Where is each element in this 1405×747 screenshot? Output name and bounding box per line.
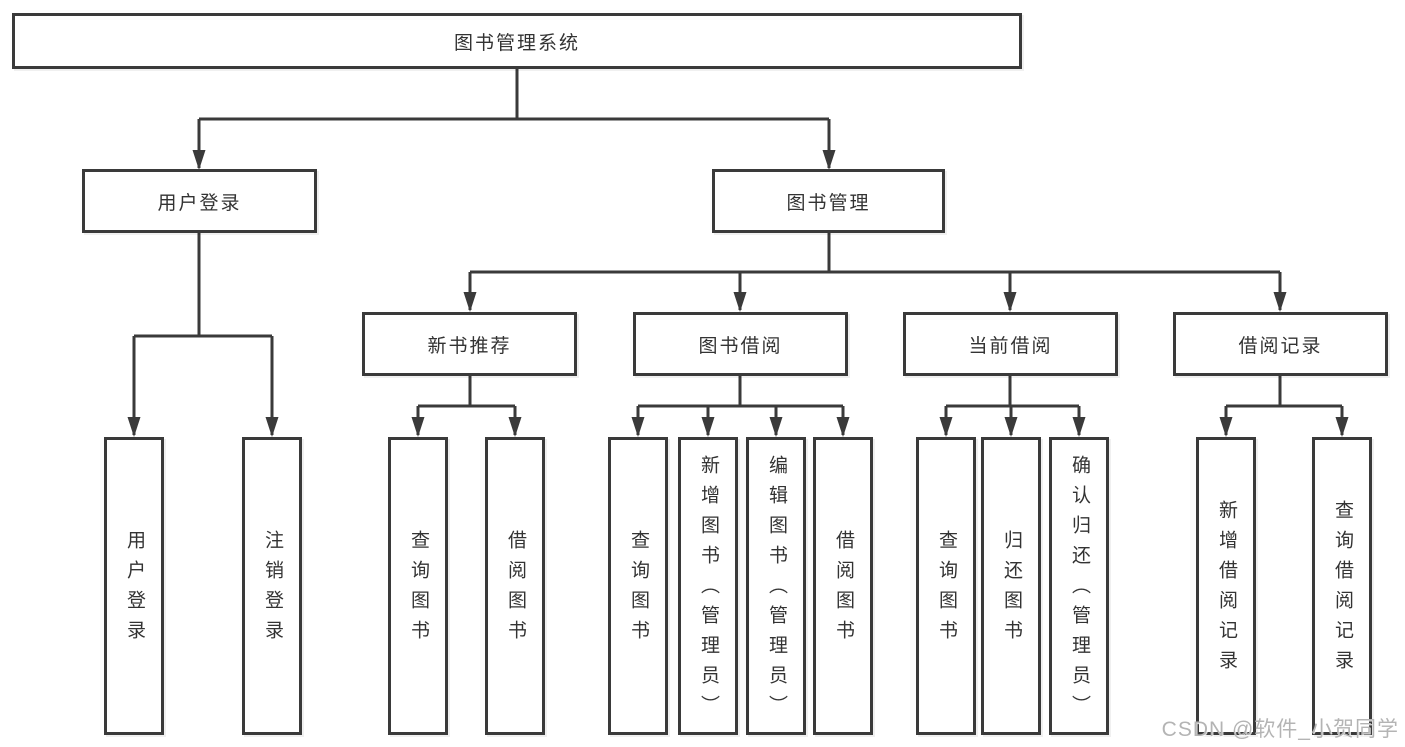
connector-shafts xyxy=(132,69,1344,435)
node-user-login: 用户登录 xyxy=(82,169,317,233)
leaf-add-books-admin: 新增图书（管理员） xyxy=(678,437,738,735)
leaf-logout: 注销登录 xyxy=(242,437,302,735)
leaf-borrow-books-recommend: 借阅图书 xyxy=(485,437,545,735)
leaf-confirm-return-admin: 确认归还（管理员） xyxy=(1049,437,1109,735)
leaf-query-books-current: 查询图书 xyxy=(916,437,976,735)
leaf-query-borrow-record: 查询借阅记录 xyxy=(1312,437,1372,735)
node-borrowing-records: 借阅记录 xyxy=(1173,312,1388,376)
arrowhead-triangles xyxy=(127,150,1349,437)
leaf-return-books: 归还图书 xyxy=(981,437,1041,735)
node-current-borrowing: 当前借阅 xyxy=(903,312,1118,376)
node-book-management: 图书管理 xyxy=(712,169,945,233)
csdn-watermark: CSDN @软件_小贺同学 xyxy=(1161,718,1399,741)
leaf-query-books-borrow: 查询图书 xyxy=(608,437,668,735)
node-new-book-recommendation: 新书推荐 xyxy=(362,312,577,376)
leaf-edit-books-admin: 编辑图书（管理员） xyxy=(746,437,806,735)
leaf-user-login: 用户登录 xyxy=(104,437,164,735)
node-library-management-system: 图书管理系统 xyxy=(12,13,1022,69)
leaf-query-books-recommend: 查询图书 xyxy=(388,437,448,735)
leaf-borrow-books: 借阅图书 xyxy=(813,437,873,735)
node-book-borrowing: 图书借阅 xyxy=(633,312,848,376)
leaf-add-borrow-record: 新增借阅记录 xyxy=(1196,437,1256,735)
